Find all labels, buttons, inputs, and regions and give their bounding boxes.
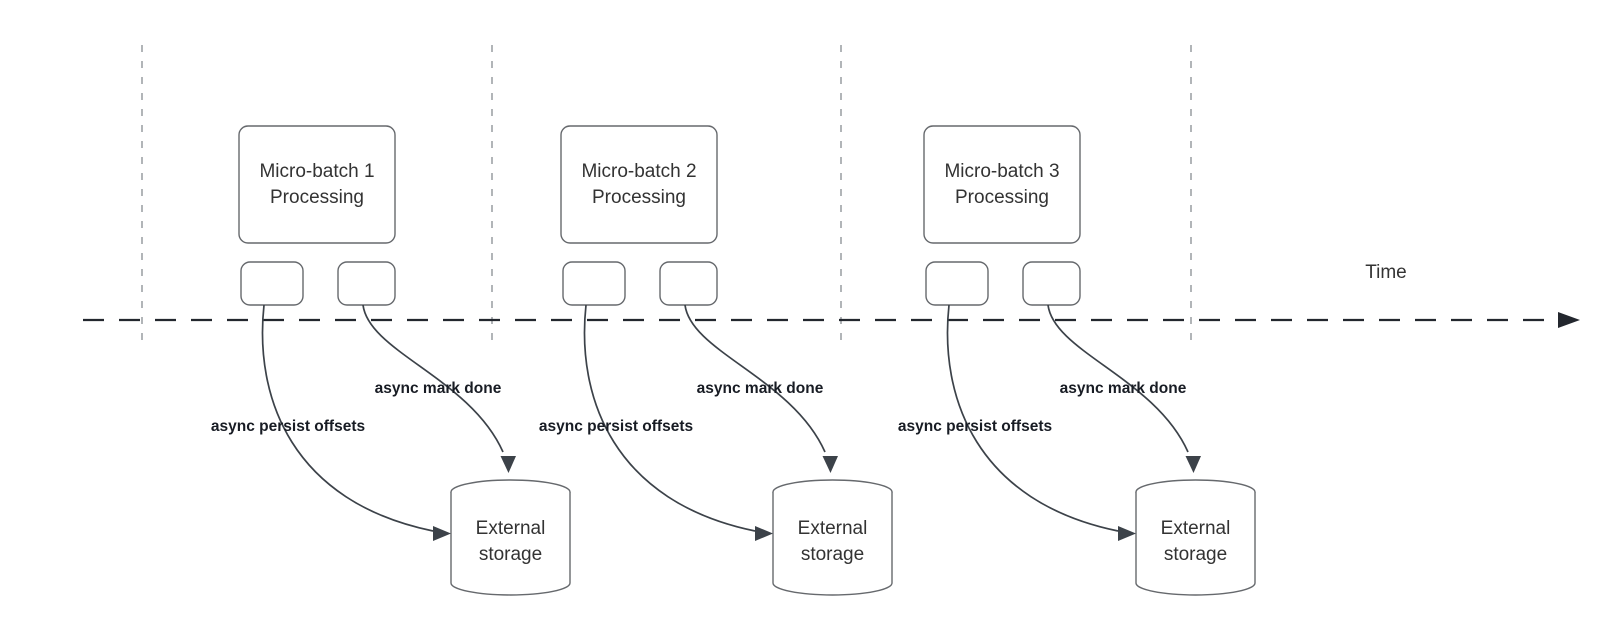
offset-checkpoint-box bbox=[562, 261, 626, 306]
micro-batch-box-label-line1: Micro-batch 1 bbox=[259, 161, 374, 182]
micro-batch-processing-box bbox=[238, 125, 396, 244]
async-persist-offsets-label: async persist offsets bbox=[898, 418, 1052, 435]
micro-batch-group-1: Micro-batch 1 Processing async persist o… bbox=[211, 125, 571, 596]
time-axis-label: Time bbox=[1365, 262, 1407, 283]
micro-batch-box-label-line1: Micro-batch 2 bbox=[581, 161, 696, 182]
external-storage-cylinder bbox=[772, 492, 893, 596]
mark-done-arrowhead bbox=[1185, 456, 1201, 473]
external-storage-label-line2: storage bbox=[801, 544, 864, 565]
external-storage-label-line2: storage bbox=[479, 544, 542, 565]
async-persist-offsets-label: async persist offsets bbox=[211, 418, 365, 435]
external-storage-cylinder bbox=[1135, 492, 1256, 596]
async-persist-offsets-label: async persist offsets bbox=[539, 418, 693, 435]
persist-offsets-arrowhead bbox=[1118, 526, 1136, 541]
external-storage-cylinder bbox=[450, 492, 571, 596]
external-storage-label-line2: storage bbox=[1164, 544, 1227, 565]
micro-batch-box-label-line2: Processing bbox=[955, 187, 1049, 208]
persist-offsets-arrow bbox=[583, 304, 756, 532]
async-mark-done-label: async mark done bbox=[697, 380, 824, 397]
offset-checkpoint-box bbox=[925, 261, 989, 306]
micro-batch-box-label-line2: Processing bbox=[592, 187, 686, 208]
done-checkpoint-box bbox=[337, 261, 396, 306]
micro-batch-box-label-line2: Processing bbox=[270, 187, 364, 208]
time-axis-arrowhead bbox=[1558, 312, 1580, 328]
persist-offsets-arrowhead bbox=[433, 526, 451, 541]
micro-batch-processing-box bbox=[923, 125, 1081, 244]
async-mark-done-label: async mark done bbox=[375, 380, 502, 397]
done-checkpoint-box bbox=[1022, 261, 1081, 306]
persist-offsets-arrowhead bbox=[755, 526, 773, 541]
micro-batch-processing-box bbox=[560, 125, 718, 244]
mark-done-arrowhead bbox=[822, 456, 838, 473]
external-storage-label-line1: External bbox=[1161, 518, 1231, 539]
async-mark-done-label: async mark done bbox=[1060, 380, 1187, 397]
micro-batch-group-2: Micro-batch 2 Processing async persist o… bbox=[539, 125, 893, 596]
external-storage-label-line1: External bbox=[798, 518, 868, 539]
micro-batch-group-3: Micro-batch 3 Processing async persist o… bbox=[898, 125, 1256, 596]
micro-batch-box-label-line1: Micro-batch 3 bbox=[944, 161, 1059, 182]
mark-done-arrow bbox=[1047, 304, 1189, 453]
mark-done-arrow bbox=[684, 304, 826, 453]
mark-done-arrow bbox=[362, 304, 504, 453]
offset-checkpoint-box bbox=[240, 261, 304, 306]
persist-offsets-arrow bbox=[946, 304, 1119, 532]
persist-offsets-arrow bbox=[261, 304, 434, 532]
done-checkpoint-box bbox=[659, 261, 718, 306]
external-storage-label-line1: External bbox=[476, 518, 546, 539]
mark-done-arrowhead bbox=[500, 456, 516, 473]
